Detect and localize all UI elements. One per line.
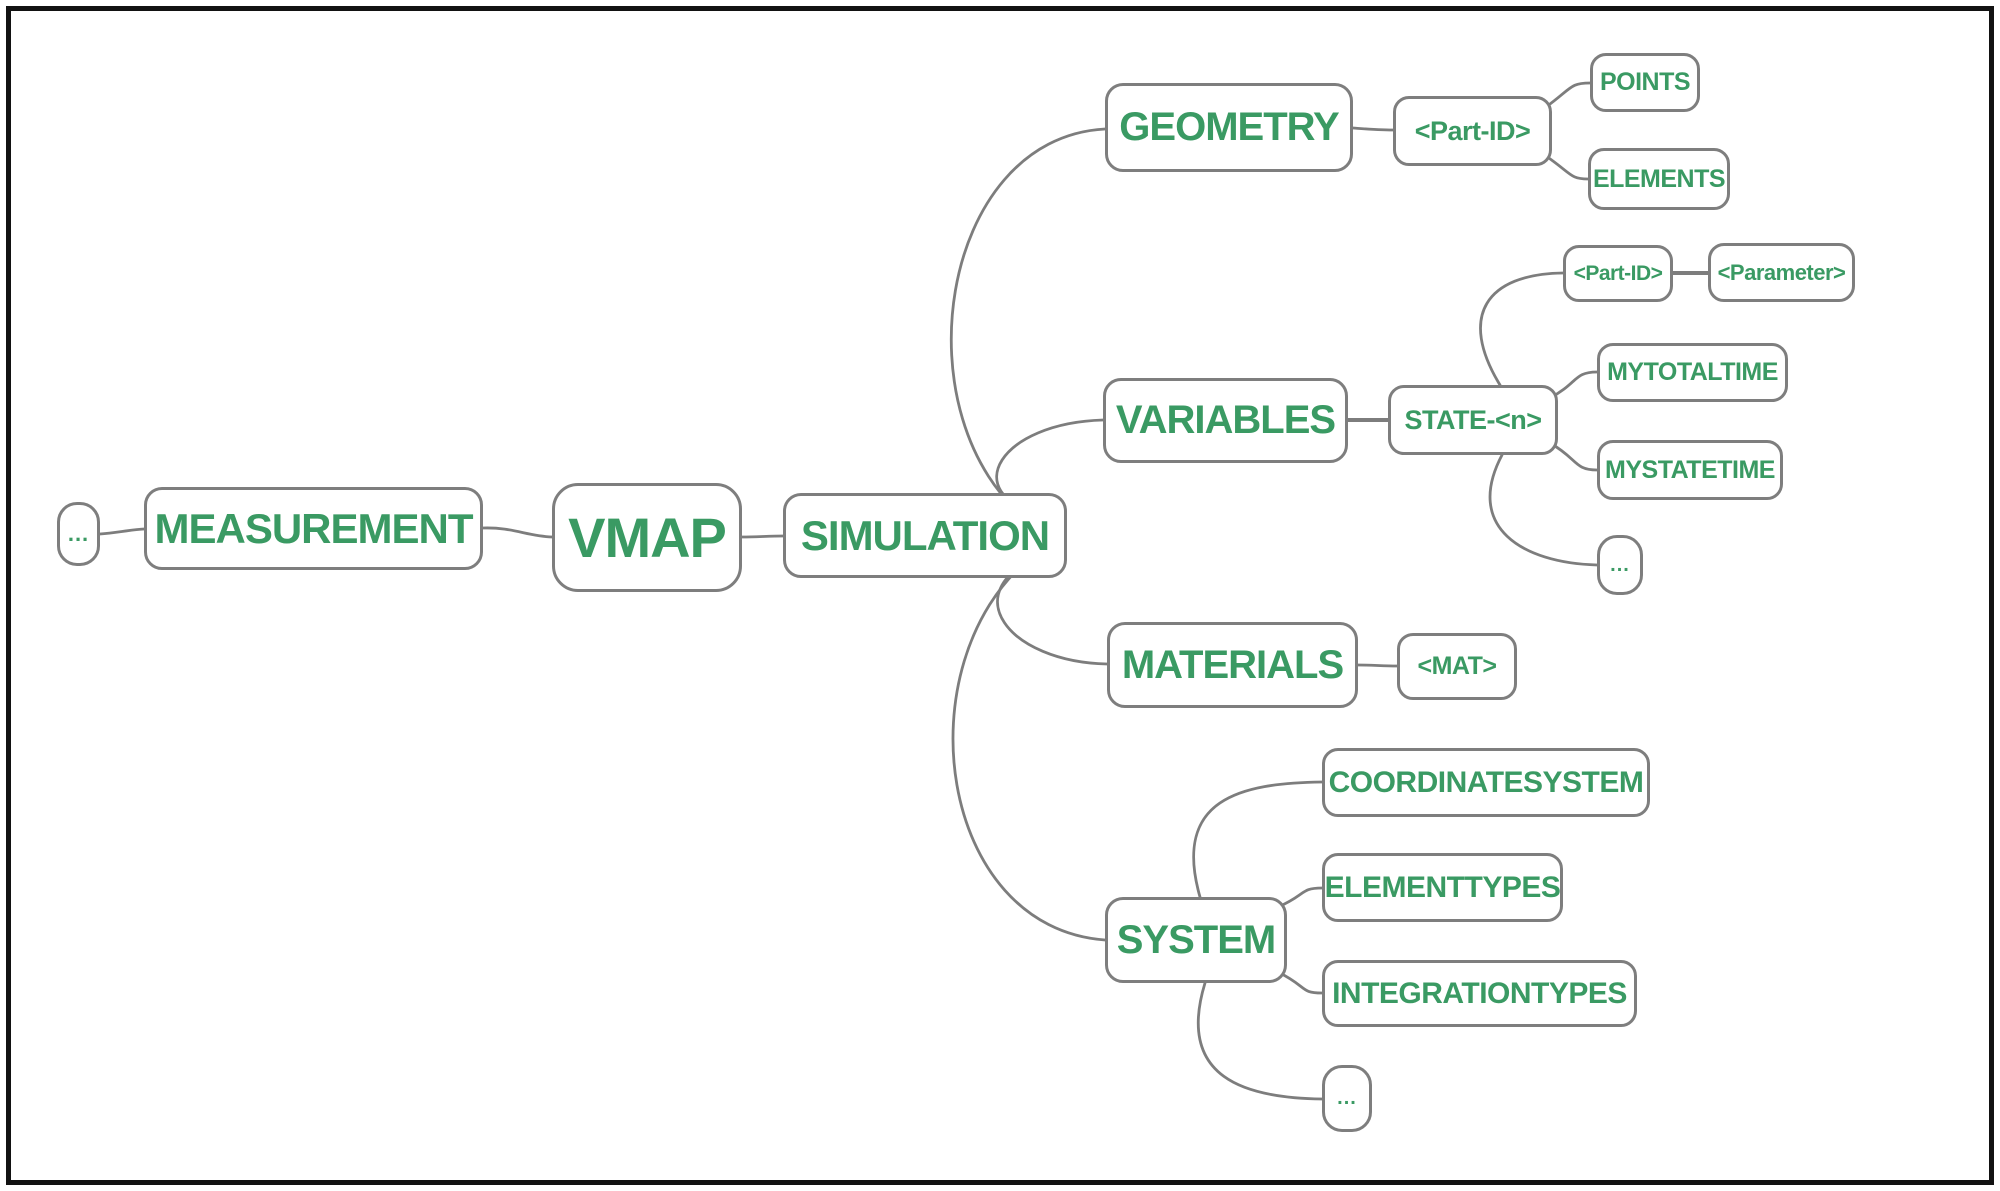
node-simulation: SIMULATION (783, 493, 1067, 578)
node-variables-ellipsis: ... (1597, 535, 1643, 595)
edge-ellipsis-measurement (98, 527, 146, 536)
edge-simulation-system (951, 556, 1107, 942)
edge-system-integrationtypes (1276, 970, 1324, 995)
edge-system-coordinatesystem (1192, 780, 1324, 899)
node-materials: MATERIALS (1107, 622, 1358, 708)
node-geometry: GEOMETRY (1105, 83, 1353, 172)
edge-state-mytotaltime (1548, 370, 1599, 400)
node-vmap-root: VMAP (552, 483, 742, 592)
edge-system-elementtypes (1276, 886, 1324, 909)
node-system: SYSTEM (1105, 897, 1287, 983)
edge-partid-elements (1544, 154, 1590, 181)
node-measurement: MEASUREMENT (144, 487, 483, 570)
edge-simulation-geometry (949, 127, 1107, 524)
node-elementtypes: ELEMENTTYPES (1322, 853, 1563, 922)
node-mat: <MAT> (1397, 633, 1517, 700)
edge-state-mystatetime (1548, 441, 1599, 472)
node-mystatetime: MYSTATETIME (1597, 440, 1783, 500)
node-system-ellipsis: ... (1322, 1065, 1372, 1132)
node-mytotaltime: MYTOTALTIME (1597, 343, 1788, 402)
node-coordinatesystem: COORDINATESYSTEM (1322, 748, 1650, 817)
edge-materials-mat (1356, 663, 1399, 668)
edge-system-ellipsis (1197, 981, 1324, 1101)
edge-state-ellipsis (1488, 453, 1599, 567)
edge-geometry-partid (1351, 126, 1395, 132)
edge-vmap-simulation (740, 534, 785, 539)
edge-partid-points (1544, 81, 1592, 109)
node-geometry-part-id: <Part-ID> (1393, 96, 1552, 166)
node-points: POINTS (1590, 53, 1700, 112)
node-left-ellipsis: ... (57, 502, 100, 566)
node-variables-part-id: <Part-ID> (1563, 245, 1673, 302)
node-parameter: <Parameter> (1708, 243, 1855, 302)
edge-measurement-vmap (481, 526, 554, 539)
node-variables: VARIABLES (1103, 378, 1348, 463)
edge-state-partid (1479, 271, 1565, 387)
node-state-n: STATE-<n> (1388, 385, 1558, 455)
node-integrationtypes: INTEGRATIONTYPES (1322, 960, 1637, 1027)
node-elements: ELEMENTS (1588, 148, 1730, 210)
